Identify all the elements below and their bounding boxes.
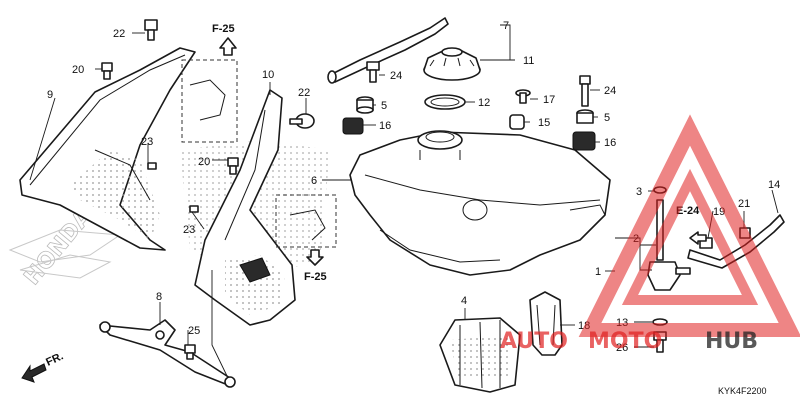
callout-5a: 5 bbox=[381, 100, 387, 112]
front-label: FR. bbox=[44, 350, 65, 368]
callout-26: 26 bbox=[616, 342, 628, 354]
callout-4: 4 bbox=[461, 295, 467, 307]
ref-upper: F-25 bbox=[212, 23, 237, 56]
callout-1: 1 bbox=[595, 266, 601, 278]
bolt-25 bbox=[184, 344, 196, 360]
watermark-word-2: MOTO bbox=[588, 329, 662, 354]
callout-21: 21 bbox=[738, 198, 750, 210]
arrow-up-icon bbox=[219, 37, 237, 56]
callout-25: 25 bbox=[188, 325, 200, 337]
ref-e24-label: E-24 bbox=[676, 205, 700, 217]
cushion-15 bbox=[509, 114, 525, 130]
callout-24b: 24 bbox=[604, 85, 616, 97]
callout-9: 9 bbox=[47, 89, 53, 101]
watermark-word-1: AUTO bbox=[500, 329, 568, 354]
front-direction: FR. bbox=[21, 350, 65, 383]
front-arrow-icon bbox=[21, 363, 47, 383]
fuel-tank bbox=[349, 130, 611, 276]
ref-right: E-24 bbox=[676, 205, 707, 245]
bolt-24-left bbox=[366, 61, 380, 83]
bolt-23-right bbox=[189, 205, 199, 213]
callout-22a: 22 bbox=[113, 28, 125, 40]
callout-24a: 24 bbox=[390, 70, 402, 82]
automotohub-logo bbox=[578, 114, 800, 337]
callout-23a: 23 bbox=[141, 136, 153, 148]
tank-pad bbox=[439, 317, 521, 393]
honda-wing-watermark bbox=[8, 229, 122, 279]
bolt-22-top bbox=[144, 19, 158, 41]
callout-17: 17 bbox=[543, 94, 555, 106]
breather-tube bbox=[329, 17, 449, 83]
right-shroud bbox=[194, 89, 296, 326]
bolt-20-mid bbox=[227, 157, 239, 175]
bolt-24-right bbox=[579, 75, 591, 107]
callout-3: 3 bbox=[636, 186, 642, 198]
shroud-stay bbox=[99, 319, 236, 388]
fuel-cap bbox=[423, 47, 481, 81]
callout-22b: 22 bbox=[298, 87, 310, 99]
callout-7: 7 bbox=[503, 20, 509, 32]
ref-f25-upper-label: F-25 bbox=[212, 23, 235, 35]
callout-5b: 5 bbox=[604, 112, 610, 124]
rubber-16-left bbox=[342, 117, 364, 135]
ref-box-upper bbox=[181, 59, 238, 143]
callout-23b: 23 bbox=[183, 224, 195, 236]
callout-12: 12 bbox=[478, 97, 490, 109]
breather-tube-end bbox=[327, 70, 337, 84]
callout-8: 8 bbox=[156, 291, 162, 303]
callout-14: 14 bbox=[768, 179, 780, 191]
callout-16b: 16 bbox=[604, 137, 616, 149]
left-shroud bbox=[19, 47, 196, 251]
ref-lower: F-25 bbox=[304, 249, 327, 283]
callout-16a: 16 bbox=[379, 120, 391, 132]
callout-11: 11 bbox=[523, 55, 534, 67]
tank-band bbox=[529, 291, 563, 356]
callout-20a: 20 bbox=[72, 64, 84, 76]
collar-5-right bbox=[576, 109, 594, 124]
arrow-left-icon bbox=[689, 231, 707, 245]
automotohub-watermark-text: AUTO MOTO HUB bbox=[500, 329, 758, 354]
diagram-code: KYK4F2200 bbox=[718, 386, 767, 396]
bolt-20-left bbox=[101, 62, 113, 80]
watermark-word-3: HUB bbox=[705, 329, 758, 354]
callout-15: 15 bbox=[538, 117, 550, 129]
arrow-down-icon bbox=[306, 249, 324, 266]
callout-10: 10 bbox=[262, 69, 274, 81]
fuel-hose bbox=[687, 214, 785, 269]
bolt-23-left bbox=[147, 162, 157, 170]
callout-20b: 20 bbox=[198, 156, 210, 168]
ref-box-lower bbox=[275, 194, 337, 248]
rubber-16-right bbox=[572, 131, 596, 151]
bolt-22-right bbox=[289, 113, 315, 129]
callout-6: 6 bbox=[311, 175, 317, 187]
collar-5-left bbox=[356, 96, 374, 114]
leader-lines bbox=[29, 24, 779, 379]
bolt-17 bbox=[515, 89, 531, 104]
ref-f25-lower-label: F-25 bbox=[304, 271, 327, 283]
